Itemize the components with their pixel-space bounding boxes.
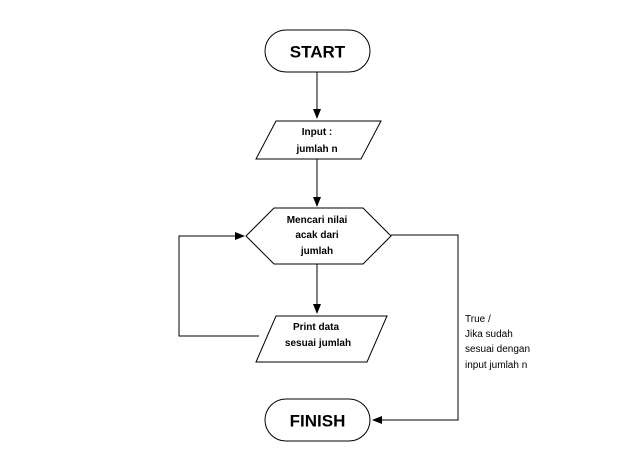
true-edge-label-line3: sesuai dengan	[465, 344, 530, 355]
true-edge-label-line1: True /	[465, 314, 491, 325]
finish-terminal: FINISH	[264, 398, 371, 442]
start-label: START	[290, 43, 346, 62]
print-label-line1: Print data	[293, 322, 340, 333]
process-label-line2: acak dari	[295, 230, 339, 241]
true-edge-label-line4: input jumlah n	[465, 360, 527, 371]
true-edge-label-line2: Jika sudah	[465, 329, 513, 340]
input-label-line2: jumlah n	[295, 144, 337, 155]
process-node: Mencari nilai acak dari jumlah	[245, 207, 392, 265]
print-node: Print data sesuai jumlah	[255, 315, 388, 363]
input-label-line1: Input :	[302, 127, 333, 138]
input-node: Input : jumlah n	[255, 120, 382, 160]
true-edge-label: True / Jika sudah sesuai dengan input ju…	[465, 314, 530, 371]
edge-print-loop-to-process	[178, 232, 259, 337]
process-label-line3: jumlah	[300, 246, 333, 257]
start-terminal: START	[264, 29, 371, 73]
edge-process-true-to-finish	[372, 234, 459, 424]
finish-label: FINISH	[290, 412, 346, 431]
print-label-line2: sesuai jumlah	[285, 338, 351, 349]
process-label-line1: Mencari nilai	[287, 215, 348, 226]
